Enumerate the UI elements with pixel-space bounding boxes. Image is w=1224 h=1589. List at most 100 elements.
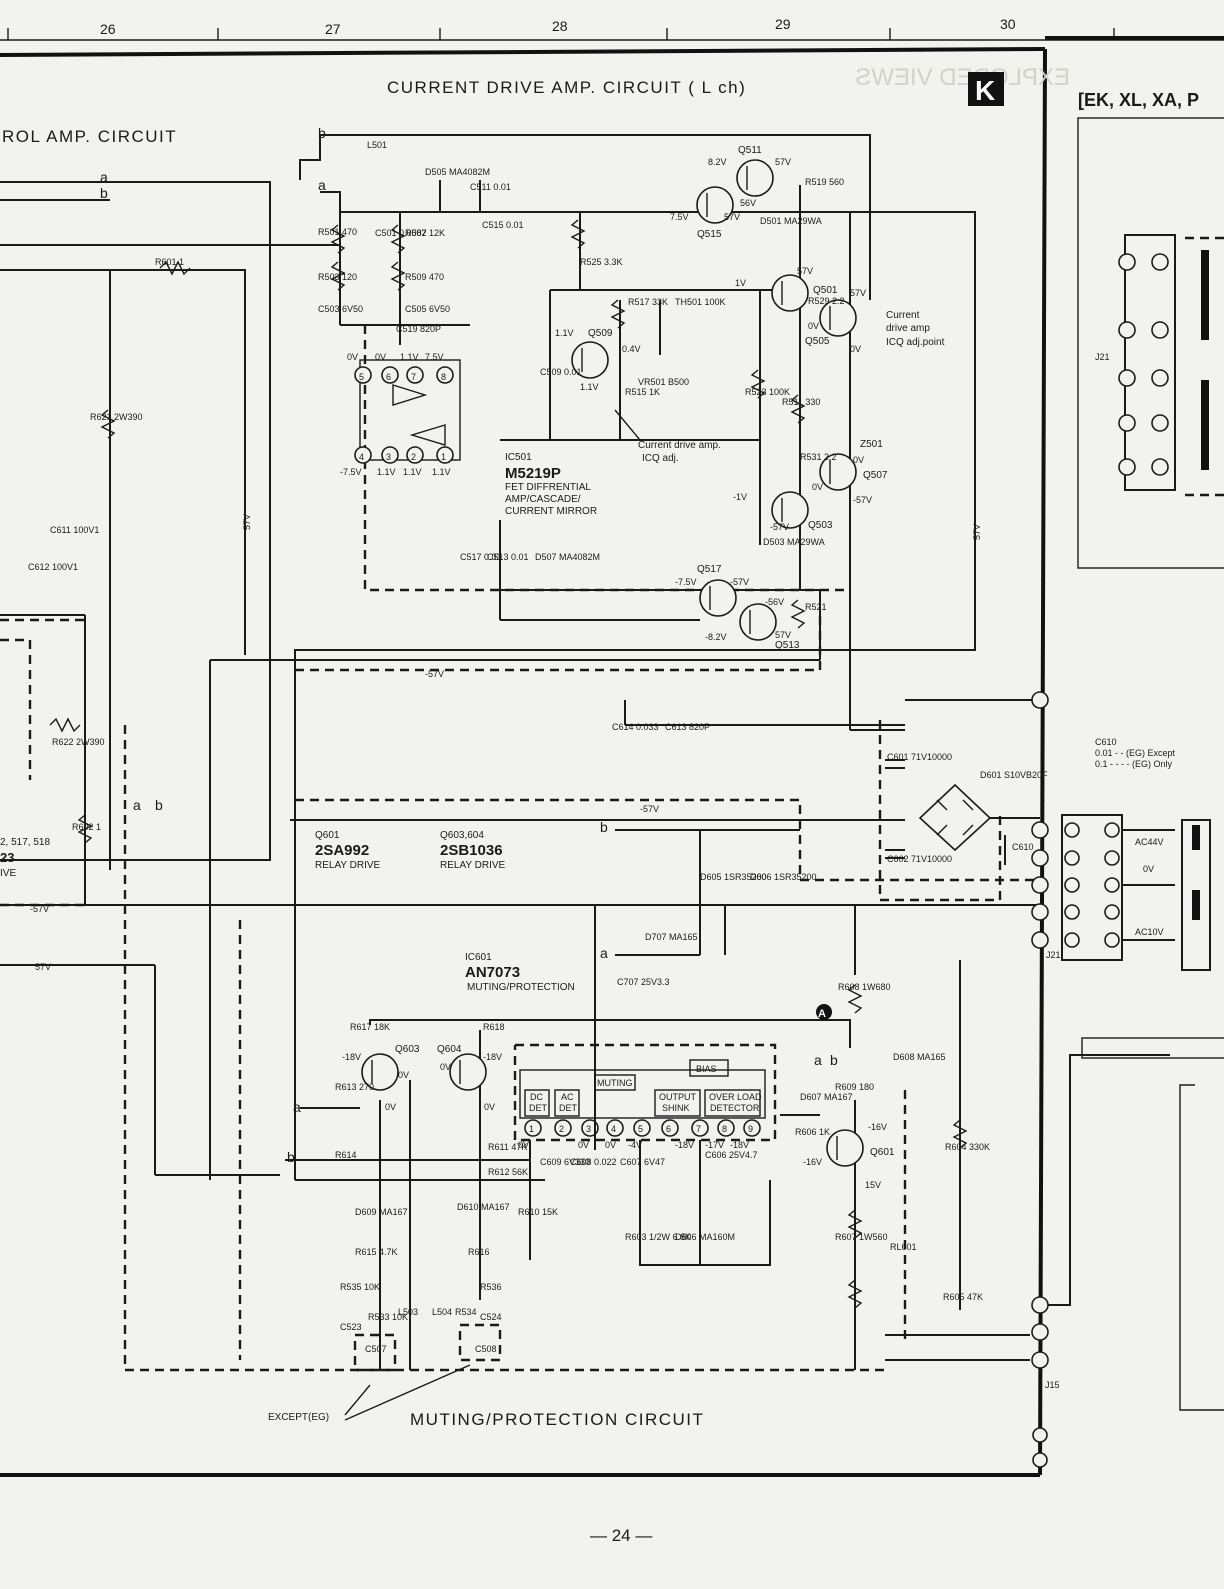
transistor-group-current-drive xyxy=(571,159,857,641)
r608-label: R608 1W680 xyxy=(838,982,891,992)
ruler-col-26: 26 xyxy=(100,21,116,37)
v-ac10: AC10V xyxy=(1135,927,1164,937)
control-amp-title: ROL AMP. CIRCUIT xyxy=(2,127,177,146)
test-point-a xyxy=(816,1004,832,1020)
j21-label: J21 xyxy=(1046,950,1061,960)
ic601-out1: OUTPUT xyxy=(659,1092,697,1102)
v-57-q505: 57V xyxy=(850,288,866,298)
q505-label: Q505 xyxy=(805,336,830,347)
v-11-ic-2: 1.1V xyxy=(403,467,422,477)
v-m57-q507: -57V xyxy=(853,495,872,505)
v-0-pin3: 0V xyxy=(578,1140,589,1150)
r607-label: R607 1W560 xyxy=(835,1232,888,1242)
q603-part: 2SB1036 xyxy=(440,842,503,859)
j21-label-top: J21 xyxy=(1095,352,1110,362)
v-m57-mid: -57V xyxy=(425,669,444,679)
v-m17-pin7: -17V xyxy=(705,1140,724,1150)
v-ac44: AC44V xyxy=(1135,837,1164,847)
q603-ref: Q603,604 xyxy=(440,830,484,841)
v-57-q515: 57V xyxy=(724,212,740,222)
ic601-ac2: DET xyxy=(559,1103,578,1113)
q513-label: Q513 xyxy=(775,640,800,651)
c508-label: C508 xyxy=(475,1344,497,1354)
label-a-4: a xyxy=(600,945,608,961)
svg-text:5: 5 xyxy=(359,372,364,382)
exploded-views-ghost: EXPLODED VIEWS xyxy=(855,64,1070,91)
c601-label: C601 71V10000 xyxy=(887,752,952,762)
d606-label: D606 1SR35200 xyxy=(750,872,817,882)
v-75-q515: 7.5V xyxy=(670,212,689,222)
d606b-label: D606 MA160M xyxy=(675,1232,735,1242)
c602-label: C602 71V10000 xyxy=(887,854,952,864)
d605-label: D605 1SR35200 xyxy=(700,872,767,882)
d608-label: D608 MA165 xyxy=(893,1052,946,1062)
label-A: A xyxy=(818,1008,826,1020)
q507-label: Q507 xyxy=(863,470,888,481)
ic601-package: 1 2 3 4 5 6 7 8 9 xyxy=(519,1059,766,1137)
v-m4-pin5: -4V xyxy=(628,1140,642,1150)
ic601-ref: IC601 xyxy=(465,952,492,963)
c515-label: C515 0.01 xyxy=(482,220,524,230)
ic601-ovl1: OVER LOAD xyxy=(709,1092,762,1102)
c505-label: C505 6V50 xyxy=(405,304,450,314)
d610-label: D610 MA167 xyxy=(457,1202,510,1212)
z501-label: Z501 xyxy=(860,439,883,450)
adj-note-1: Current drive amp. xyxy=(638,440,721,451)
v-0-pin1: 0V xyxy=(518,1140,529,1150)
c608-label: C608 0.022 xyxy=(570,1157,617,1167)
svg-text:1: 1 xyxy=(441,452,446,462)
j15-label: J15 xyxy=(1045,1380,1060,1390)
c613-label: C613 820P xyxy=(665,722,710,732)
ic501-ref: IC501 xyxy=(505,452,532,463)
left-list-1: 2, 517, 518 xyxy=(0,837,50,848)
voltage-annotations: 57V 8.2V 7.5V 57V 56V 57V 57V 1V 0V 0V 1… xyxy=(30,157,1164,1190)
label-b-6: b xyxy=(830,1052,838,1068)
ic601-bias: BIAS xyxy=(696,1064,717,1074)
c501-label: C501 0.0082 xyxy=(375,228,427,238)
svg-text:1: 1 xyxy=(529,1124,534,1134)
v-56-q511: 56V xyxy=(740,198,756,208)
c607-label: C607 6V47 xyxy=(620,1157,665,1167)
adj-point-1: Current xyxy=(886,310,920,321)
q601-ref: Q601 xyxy=(315,830,340,841)
q515-label: Q515 xyxy=(697,229,722,240)
svg-text:3: 3 xyxy=(386,452,391,462)
v-57-q513: 57V xyxy=(775,630,791,640)
r503-label: R503 120 xyxy=(318,272,357,282)
svg-text:6: 6 xyxy=(666,1124,671,1134)
v-0-adj: 0V xyxy=(850,344,861,354)
c614-label: C614 0.033 xyxy=(612,722,659,732)
ic501-desc2: AMP/CASCADE/ xyxy=(505,494,581,505)
v-82-q511: 8.2V xyxy=(708,157,727,167)
page-number: — 24 — xyxy=(590,1526,652,1545)
component-labels: L501 R601 1 R503 120 R501 470 C503 6V50 … xyxy=(28,140,1110,1390)
c612-label: C612 100V1 xyxy=(28,562,78,572)
block-letter: K xyxy=(975,75,995,106)
v-m57-relay: -57V xyxy=(640,804,659,814)
ic601-part: AN7073 xyxy=(465,964,520,981)
j15-connector xyxy=(885,1054,1170,1468)
c517-label: C517 0.01 xyxy=(460,552,502,562)
d609-label: D609 MA167 xyxy=(355,1207,408,1217)
right-header: [EK, XL, XA, P xyxy=(1078,90,1199,110)
v-0-q604: 0V xyxy=(440,1062,451,1072)
v-m16-q601: -16V xyxy=(868,1122,887,1132)
q501-label: Q501 xyxy=(813,285,838,296)
v-0-q603: 0V xyxy=(398,1070,409,1080)
v-0-q507: 0V xyxy=(853,455,864,465)
v-m16-r606: -16V xyxy=(803,1157,822,1167)
r614-label: R614 xyxy=(335,1150,357,1160)
v-m57-q517: -57V xyxy=(730,577,749,587)
ic501-desc1: FET DIFFRENTIAL xyxy=(505,482,591,493)
v-0-ic-5: 0V xyxy=(347,352,358,362)
r603-label: R603 1/2W 6.8K xyxy=(625,1232,691,1242)
c513-label: C513 0.01 xyxy=(487,552,529,562)
svg-text:2: 2 xyxy=(559,1124,564,1134)
r523-label: R523 100K xyxy=(745,387,790,397)
r621-label: R621 2W390 xyxy=(90,412,143,422)
left-list-2: 23 xyxy=(0,850,14,865)
transistor-group-muting xyxy=(361,1004,864,1167)
svg-text:4: 4 xyxy=(611,1124,616,1134)
